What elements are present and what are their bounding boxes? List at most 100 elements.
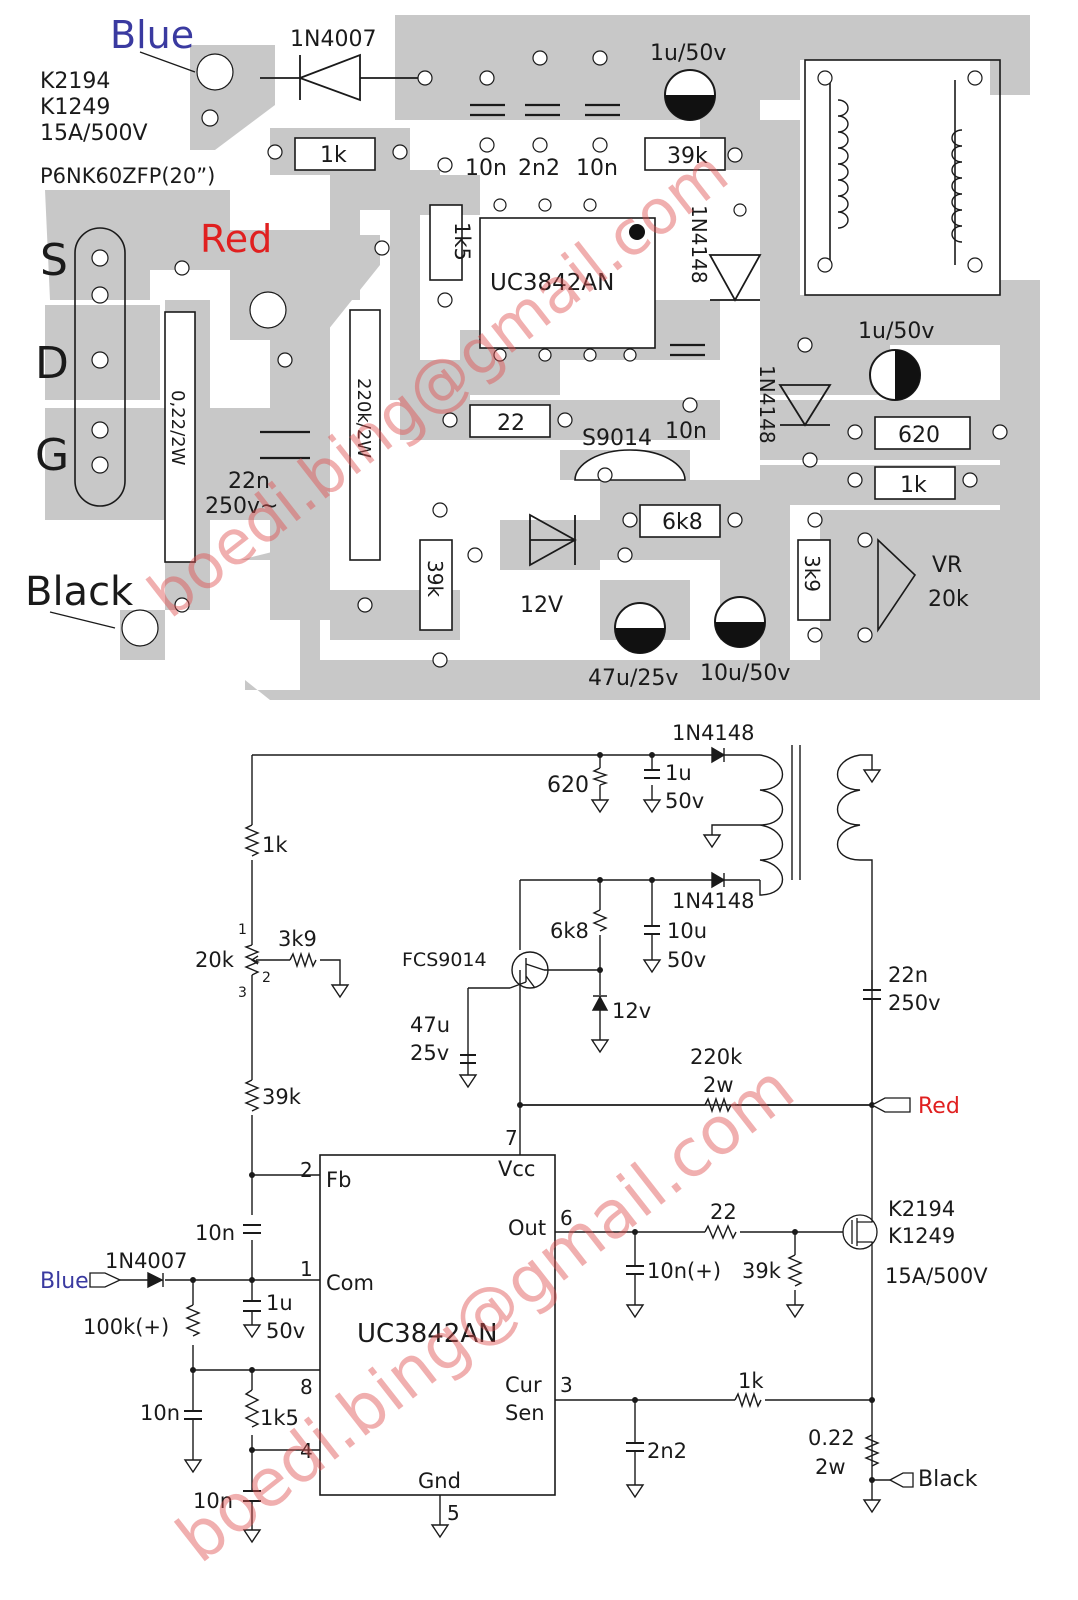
pcb-r-220k: 220k/2W bbox=[353, 378, 374, 458]
schematic-transistor bbox=[509, 951, 549, 989]
transformer bbox=[804, 59, 1001, 296]
pcb-capacitors bbox=[260, 103, 705, 460]
sch-r-39k-gate: 39k bbox=[742, 1259, 782, 1283]
pcb-c-22n-b: 250v~ bbox=[205, 494, 278, 519]
schematic-grounds bbox=[183, 769, 882, 1544]
pcb-1n4148-a: 1N4148 bbox=[687, 205, 711, 284]
pcb-r-3k9: 3k9 bbox=[800, 555, 824, 592]
pin-g-label: G bbox=[35, 430, 69, 481]
sch-pin3: 3 bbox=[560, 1373, 573, 1397]
pcb-r-39k-top: 39k bbox=[667, 144, 708, 169]
pcb-r-22: 22 bbox=[497, 411, 525, 436]
pcb-cap-1u-right: 1u/50v bbox=[858, 319, 934, 344]
transformer-windings bbox=[837, 99, 963, 243]
sch-d-top: 1N4148 bbox=[672, 721, 755, 745]
sch-r-620: 620 bbox=[547, 773, 589, 798]
sch-r-1k5: 1k5 bbox=[260, 1406, 299, 1430]
sch-c-47u-a: 47u bbox=[410, 1013, 450, 1037]
sch-gnd: Gnd bbox=[418, 1469, 461, 1493]
sch-pin7: 7 bbox=[505, 1126, 518, 1150]
pcb-zener: 12V bbox=[520, 593, 563, 618]
pcb-mosfet-4: P6NK60ZFP(20”) bbox=[40, 164, 215, 188]
pcb-c-10n-c: 10n bbox=[665, 419, 707, 444]
pcb-r-6k8: 6k8 bbox=[662, 510, 703, 535]
sch-vcc: Vcc bbox=[498, 1157, 535, 1181]
sch-c-10n-plus: 10n(+) bbox=[647, 1259, 721, 1283]
sch-c-2n2: 2n2 bbox=[647, 1439, 687, 1463]
pcb-pads bbox=[91, 50, 1008, 668]
sch-zener: 12v bbox=[612, 999, 651, 1023]
sch-c-22n-a: 22n bbox=[888, 963, 928, 987]
sch-mosfet-b: K1249 bbox=[888, 1224, 955, 1248]
sch-pin4: 4 bbox=[300, 1439, 313, 1463]
sch-out: Out bbox=[508, 1216, 546, 1240]
pcb-c-2n2: 2n2 bbox=[518, 156, 560, 181]
sch-mosfet-c: 15A/500V bbox=[885, 1264, 988, 1288]
sch-c-22n-b: 250v bbox=[888, 991, 941, 1015]
sch-ic-label: UC3842AN bbox=[357, 1319, 498, 1349]
sch-r-220k-a: 220k bbox=[690, 1045, 743, 1069]
sch-r-1k-left: 1k bbox=[262, 833, 288, 857]
pcb-black-label: Black bbox=[25, 569, 134, 615]
sch-c-1u-a: 1u bbox=[665, 761, 692, 785]
pcb-cap-47u: 47u/25v bbox=[588, 666, 678, 691]
pcb-r-1k5: 1k5 bbox=[450, 222, 474, 261]
schematic-capacitors bbox=[184, 769, 881, 1502]
pcb-vr: VR bbox=[932, 553, 962, 578]
pcb-ic-label: UC3842AN bbox=[490, 270, 614, 296]
sch-r-6k8: 6k8 bbox=[550, 919, 589, 943]
sch-r-1k-cs: 1k bbox=[738, 1369, 764, 1393]
schematic-connectors bbox=[89, 1097, 914, 1488]
pcb-vr-value: 20k bbox=[928, 587, 969, 612]
pcb-red-label: Red bbox=[200, 217, 272, 261]
sch-cur: Cur bbox=[505, 1373, 542, 1397]
pcb-c-22n-a: 22n bbox=[228, 469, 270, 494]
sch-pot-pin1: 1 bbox=[238, 922, 247, 938]
pcb-mosfet-3: 15A/500V bbox=[40, 121, 148, 146]
sch-c-10n-8: 10n bbox=[140, 1401, 180, 1425]
sch-pin5: 5 bbox=[447, 1501, 460, 1525]
sch-pin2: 2 bbox=[300, 1158, 313, 1182]
sch-c-47u-b: 25v bbox=[410, 1041, 449, 1065]
component-outlines bbox=[74, 137, 971, 633]
sch-blue: Blue bbox=[40, 1269, 89, 1294]
sch-pin6: 6 bbox=[560, 1206, 573, 1230]
sch-r-shunt-b: 2w bbox=[815, 1455, 846, 1479]
sch-d-1n4007: 1N4007 bbox=[105, 1249, 188, 1273]
sch-r-39k-left: 39k bbox=[262, 1085, 302, 1109]
sch-com: Com bbox=[326, 1271, 374, 1295]
pcb-transistor: S9014 bbox=[582, 426, 652, 451]
schematic-resistors bbox=[185, 767, 880, 1467]
pcb-r-1k-right: 1k bbox=[900, 473, 927, 498]
pcb-cap-10u: 10u/50v bbox=[700, 661, 790, 686]
sch-pin1: 1 bbox=[300, 1257, 313, 1281]
pcb-diode-1n4007: 1N4007 bbox=[290, 27, 376, 52]
sch-sen: Sen bbox=[505, 1401, 545, 1425]
sch-r-100k: 100k(+) bbox=[83, 1315, 169, 1339]
sch-pin8: 8 bbox=[300, 1375, 313, 1399]
pcb-c-10n-b: 10n bbox=[576, 156, 618, 181]
sch-pot-pin3: 3 bbox=[238, 985, 247, 1001]
sch-c-1u-com-a: 1u bbox=[266, 1291, 293, 1315]
schematic: 1N4148 620 1u 50v 1N4148 1k 1 20k 2 3 3k… bbox=[40, 721, 988, 1544]
pin-s-label: S bbox=[40, 235, 68, 286]
pcb-layout: Blue K2194 K1249 15A/500V P6NK60ZFP(20”)… bbox=[25, 13, 1040, 700]
sch-pot-pin2: 2 bbox=[262, 970, 271, 986]
sch-transistor: FCS9014 bbox=[402, 949, 487, 971]
pin-d-label: D bbox=[35, 338, 69, 389]
schematic-diodes bbox=[147, 746, 726, 1289]
pcb-r-022: 0,22/2W bbox=[167, 390, 188, 466]
sch-c-1u-com-b: 50v bbox=[266, 1319, 305, 1343]
sch-mosfet-a: K2194 bbox=[888, 1197, 955, 1221]
pcb-mosfet-2: K1249 bbox=[40, 95, 110, 120]
sch-pot-value: 20k bbox=[195, 948, 235, 972]
pcb-1n4148-b: 1N4148 bbox=[755, 365, 779, 444]
sch-r-3k9: 3k9 bbox=[278, 927, 317, 951]
pcb-electrolytics bbox=[614, 69, 921, 654]
sch-d-mid: 1N4148 bbox=[672, 889, 755, 913]
pcb-cap-1u-top: 1u/50v bbox=[650, 41, 726, 66]
sch-black: Black bbox=[918, 1467, 978, 1492]
sch-c-10n-fb: 10n bbox=[195, 1221, 235, 1245]
sch-fb: Fb bbox=[326, 1168, 351, 1192]
